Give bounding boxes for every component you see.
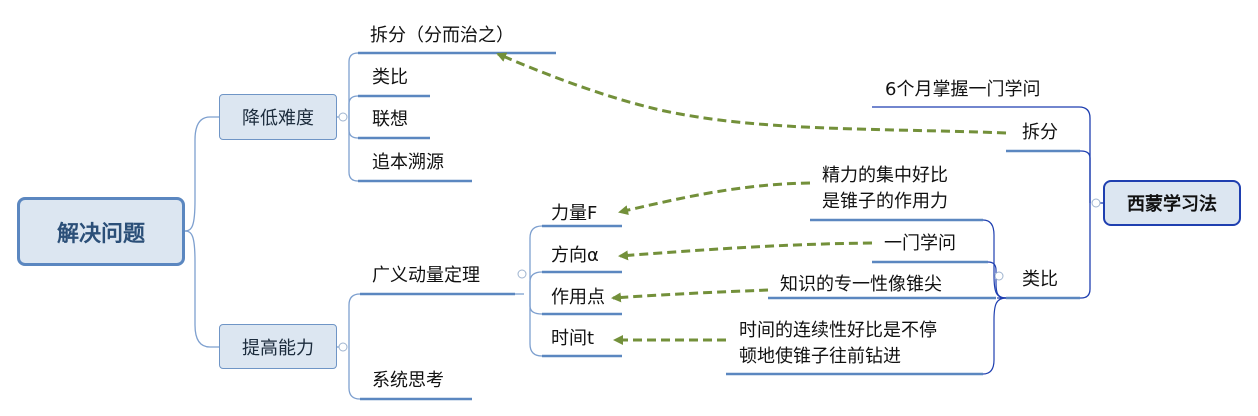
jiangdi-collapse-toggle[interactable] bbox=[338, 112, 348, 122]
root-node[interactable]: 解决问题 bbox=[17, 197, 185, 266]
guangyi-collapse-toggle[interactable] bbox=[517, 269, 527, 279]
center-connectors bbox=[872, 106, 1103, 299]
topic-guangyi-dongliang[interactable]: 广义动量定理 bbox=[372, 265, 480, 286]
jiangdi-underlines bbox=[358, 51, 556, 183]
topic-zhuibensuyuan[interactable]: 追本溯源 bbox=[372, 152, 444, 173]
leibi-collapse-toggle[interactable] bbox=[994, 271, 1004, 281]
topic-fangxiang-alpha[interactable]: 方向α bbox=[551, 245, 599, 266]
jiangdi-connectors bbox=[337, 52, 359, 182]
arrow-zhuanyi-to-zuoyongdian bbox=[611, 288, 769, 303]
relation-arrows bbox=[496, 52, 1007, 345]
center-method-underlines bbox=[1006, 149, 1080, 300]
analogy-underlines bbox=[726, 218, 996, 376]
topic-xitong-sikao[interactable]: 系统思考 bbox=[372, 370, 444, 391]
center-node-ximeng[interactable]: 西蒙学习法 bbox=[1103, 180, 1241, 226]
arrow-chaifen-to-fenerzhi bbox=[496, 52, 1007, 135]
analogy-jingli-line2: 是锥子的作用力 bbox=[822, 191, 948, 212]
topic-method-chaifen[interactable]: 拆分 bbox=[1022, 122, 1058, 143]
topic-zuoyongdian[interactable]: 作用点 bbox=[551, 287, 605, 308]
topic-chaifen-fenerzhi[interactable]: 拆分（分而治之） bbox=[370, 25, 514, 46]
guangyi-underlines bbox=[542, 224, 622, 358]
analogy-zhuanyixing[interactable]: 知识的专一性像锥尖 bbox=[780, 274, 942, 295]
topic-shijian-t[interactable]: 时间t bbox=[551, 328, 595, 349]
topic-method-leibi[interactable]: 类比 bbox=[1022, 269, 1058, 290]
guangyi-connectors bbox=[515, 225, 543, 357]
analogy-lianxuxing-line1: 时间的连续性好比是不停 bbox=[739, 320, 937, 341]
analogy-lianxuxing-line2: 顿地使锥子往前钻进 bbox=[739, 346, 901, 367]
topic-lianxiang[interactable]: 联想 bbox=[372, 109, 408, 130]
branch-jiangdi-nandu[interactable]: 降低难度 bbox=[219, 94, 337, 140]
branch-tigao-nengli[interactable]: 提高能力 bbox=[219, 324, 337, 369]
analogy-jingli[interactable]: 精力的集中好比 是锥子的作用力 bbox=[822, 163, 948, 215]
center-collapse-toggle[interactable] bbox=[1091, 198, 1101, 208]
root-connectors bbox=[184, 116, 219, 348]
topic-6geyue[interactable]: 6个月掌握一门学问 bbox=[885, 79, 1041, 100]
topic-liliang-f[interactable]: 力量F bbox=[551, 203, 598, 224]
analogy-yimen-xuewen[interactable]: 一门学问 bbox=[884, 233, 956, 254]
analogy-lianxuxing[interactable]: 时间的连续性好比是不停 顿地使锥子往前钻进 bbox=[739, 318, 937, 370]
tigao-underlines bbox=[360, 292, 515, 401]
topic-leibi[interactable]: 类比 bbox=[372, 67, 408, 88]
analogy-jingli-line1: 精力的集中好比 bbox=[822, 165, 948, 186]
arrow-jingli-to-liliang bbox=[618, 181, 811, 216]
arrow-yimen-to-fangxiang bbox=[618, 241, 873, 261]
tigao-collapse-toggle[interactable] bbox=[338, 342, 348, 352]
